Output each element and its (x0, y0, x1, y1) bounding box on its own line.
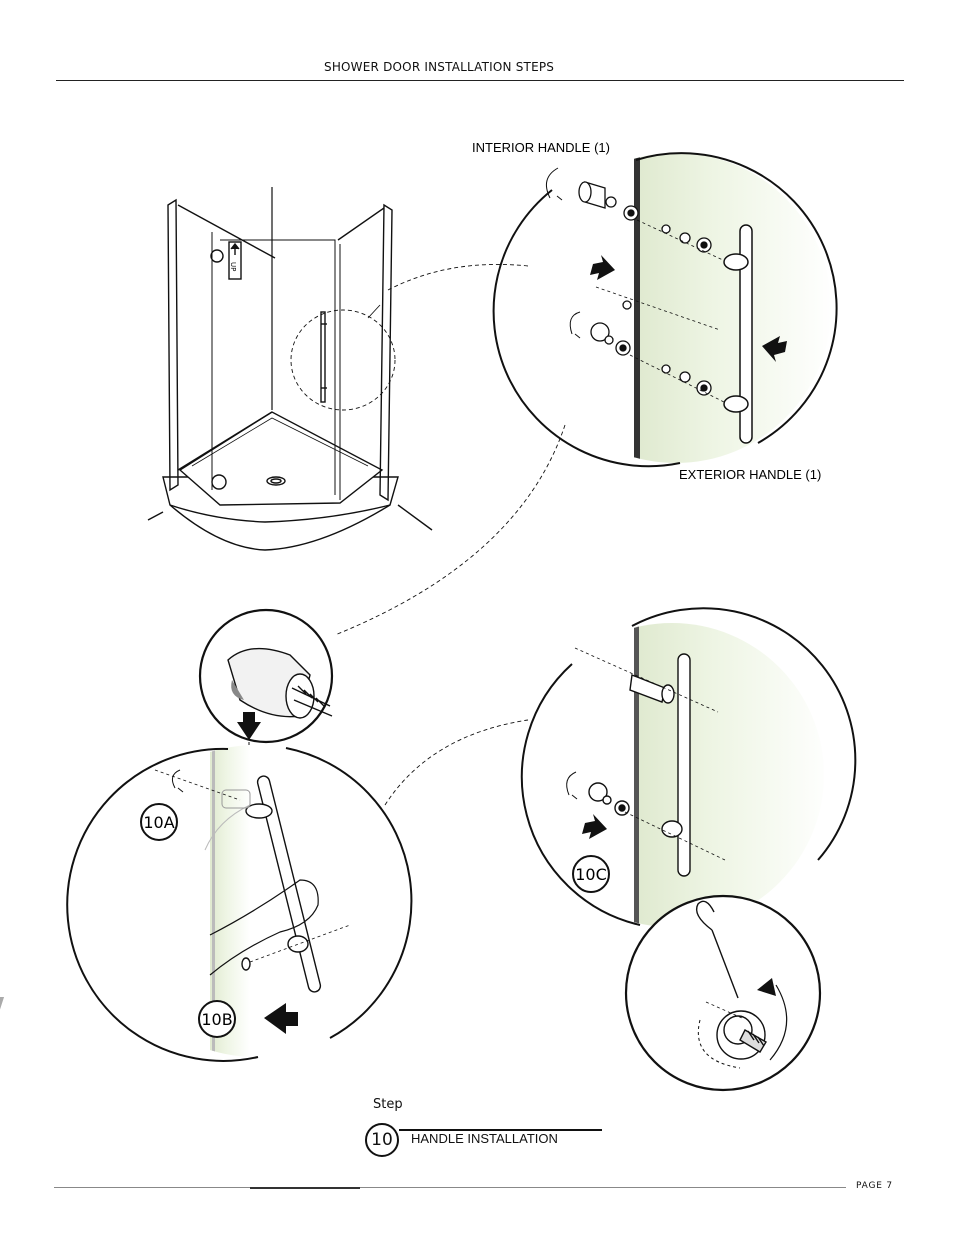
badge-10c: 10C (572, 855, 610, 893)
badge-10b-text: 10B (201, 1010, 232, 1029)
badge-10b: 10B (198, 1000, 236, 1038)
step-rule (399, 1129, 602, 1131)
detail-circle-10c (520, 607, 857, 927)
detail-circle-allen-key (624, 894, 822, 1092)
header-rule (56, 80, 904, 81)
step-number-badge: 10 (365, 1123, 399, 1157)
footer-rule-accent (250, 1187, 360, 1189)
page-number: PAGE 7 (856, 1181, 893, 1191)
detail-circle-screw (198, 608, 334, 780)
detail-circle-handles (492, 152, 838, 468)
up-tag-text: UP (229, 262, 237, 271)
shower-enclosure (147, 187, 433, 551)
step-title: HANDLE INSTALLATION (411, 1131, 558, 1146)
badge-10a: 10A (140, 803, 178, 841)
exterior-handle-label: EXTERIOR HANDLE (1) (679, 467, 821, 482)
header-title: SHOWER DOOR INSTALLATION STEPS (324, 60, 555, 74)
badge-10a-text: 10A (143, 813, 174, 832)
step-word: Step (373, 1097, 403, 1112)
detail-callout-ring (290, 309, 396, 411)
footer-rule (54, 1187, 846, 1188)
badge-10c-text: 10C (575, 865, 607, 884)
interior-handle-label: INTERIOR HANDLE (1) (472, 140, 610, 155)
